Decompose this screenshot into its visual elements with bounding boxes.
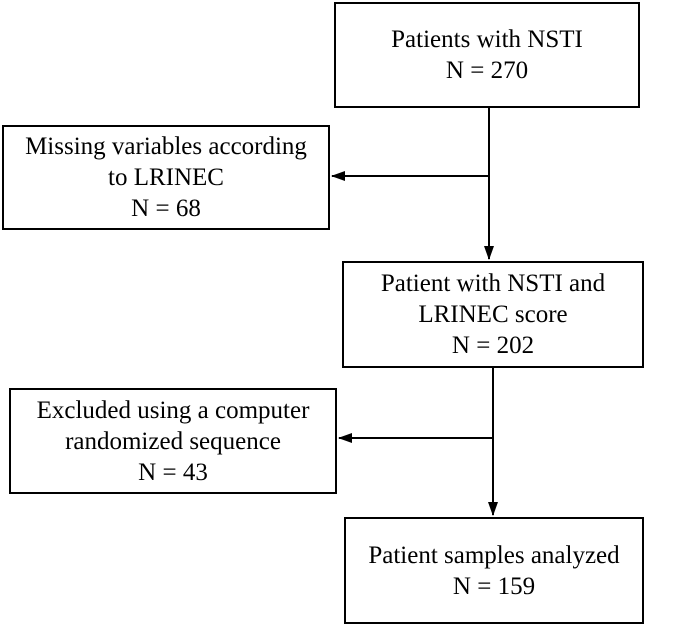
node-nsti-lrinec-line-1: Patient with NSTI and	[380, 270, 606, 297]
node-excluded-randomized-line-1: Excluded using a computer	[36, 396, 310, 424]
node-missing-variables-line-2: to LRINEC	[108, 164, 224, 191]
node-excluded-randomized: Excluded using a computer randomized seq…	[9, 388, 337, 494]
node-missing-variables-line-3: N = 68	[131, 195, 201, 222]
node-patients-nsti-line-2: N = 270	[445, 57, 529, 84]
node-nsti-lrinec: Patient with NSTI and LRINEC score N = 2…	[342, 261, 644, 368]
node-excluded-randomized-line-3: N = 43	[138, 458, 208, 486]
node-samples-analyzed-line-1: Patient samples analyzed	[368, 541, 620, 569]
node-nsti-lrinec-line-3: N = 202	[451, 332, 535, 359]
node-missing-variables-line-1: Missing variables according	[25, 133, 307, 160]
node-excluded-randomized-line-2: randomized sequence	[65, 427, 281, 455]
node-missing-variables: Missing variables according to LRINEC N …	[2, 125, 330, 230]
node-patients-nsti-line-1: Patients with NSTI	[391, 26, 583, 53]
node-patients-nsti: Patients with NSTI N = 270	[334, 2, 640, 108]
node-samples-analyzed: Patient samples analyzed N = 159	[344, 517, 644, 624]
node-nsti-lrinec-line-2: LRINEC score	[418, 301, 568, 328]
node-samples-analyzed-line-2: N = 159	[452, 572, 536, 600]
